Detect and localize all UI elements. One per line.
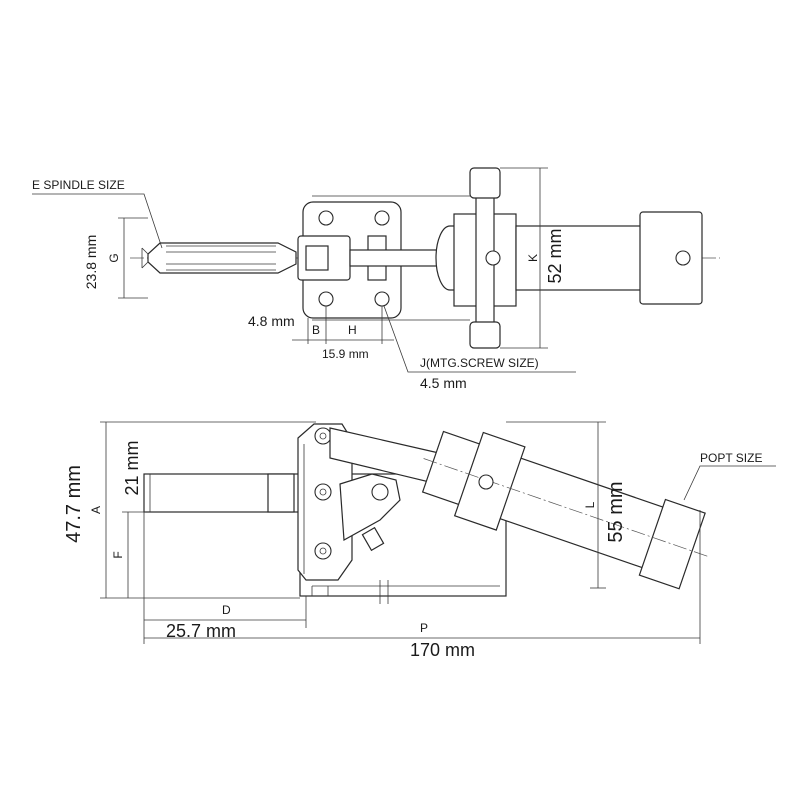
g-value: 23.8 mm	[83, 235, 99, 289]
k-value: 52 mm	[545, 228, 565, 283]
arm-pivot-center	[319, 488, 327, 496]
a-value: 47.7 mm	[63, 465, 85, 543]
port-label: POPT SIZE	[700, 451, 762, 465]
l-value: 55 mm	[605, 481, 627, 542]
side-view: A 47.7 mm F 21 mm D 25.7 mm P 170 mm L 5…	[63, 421, 776, 660]
spindle-tip	[141, 247, 149, 269]
arm-pivot	[314, 483, 332, 501]
p-letter: P	[420, 621, 428, 635]
spindle	[141, 242, 297, 274]
f-value: 21 mm	[122, 440, 142, 495]
spindle-body	[147, 242, 297, 274]
p-value: 170 mm	[410, 640, 475, 660]
screw-block	[361, 526, 385, 552]
mounting-hole	[318, 291, 334, 307]
b-letter: B	[312, 323, 320, 337]
j-label: J(MTG.SCREW SIZE)	[420, 356, 539, 370]
base-plate-outline	[312, 195, 470, 321]
arm-pivot	[314, 542, 332, 560]
h-letter: H	[348, 323, 357, 337]
mounting-hole	[374, 210, 390, 226]
d-value: 25.7 mm	[166, 621, 236, 641]
cylinder-pivot	[478, 474, 494, 490]
j-value: 4.5 mm	[420, 375, 467, 391]
side-spindle-collar	[267, 473, 295, 513]
arm-pivot-center	[319, 547, 327, 555]
j-leader	[383, 305, 576, 373]
mounting-hole	[318, 210, 334, 226]
b-value: 4.8 mm	[248, 313, 295, 329]
d-letter: D	[222, 603, 231, 617]
clamp-arm	[297, 423, 353, 581]
arm-pivot-center	[319, 432, 327, 440]
e-spindle-label: E SPINDLE SIZE	[32, 178, 125, 192]
trunnion-top	[469, 167, 501, 199]
g-letter: G	[107, 253, 121, 262]
rear-hole	[675, 250, 691, 266]
top-view: G 23.8 mm E SPINDLE SIZE K 52 mm 4.8 mm …	[32, 167, 720, 391]
pivot-hole	[485, 250, 501, 266]
rear-cap	[639, 211, 703, 305]
f-letter: F	[111, 551, 125, 558]
side-cylinder-centerline	[423, 458, 708, 557]
arm-pivot	[314, 427, 332, 445]
piston-rod	[349, 249, 439, 267]
h-value: 15.9 mm	[322, 347, 369, 361]
port-leader	[683, 465, 776, 501]
linkage-pivot	[371, 483, 389, 501]
a-letter: A	[89, 506, 103, 514]
k-letter: K	[526, 254, 540, 262]
mounting-hole	[374, 291, 390, 307]
trunnion-bottom	[469, 321, 501, 349]
e-spindle-leader	[32, 193, 163, 249]
l-letter: L	[583, 501, 597, 508]
clevis-inner	[305, 245, 329, 271]
